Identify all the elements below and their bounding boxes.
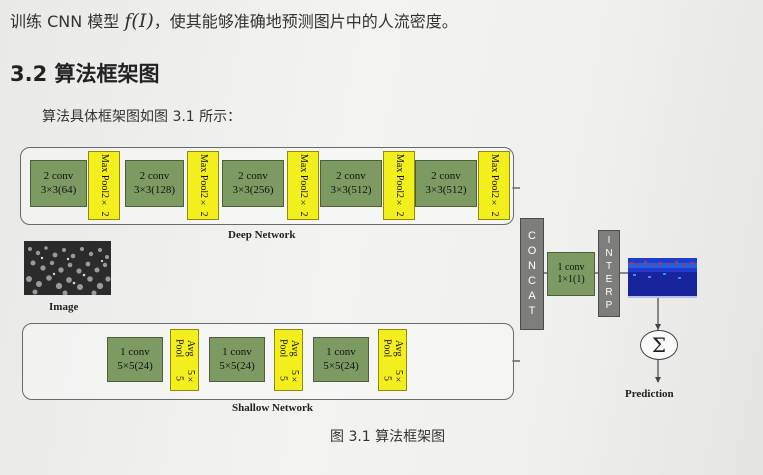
deep-maxpool-3: Max Pool 2× 2 — [287, 151, 319, 220]
interp-letter: R — [605, 287, 613, 298]
deep-conv-block-1: 2 conv 3×3(64) — [30, 160, 87, 207]
deep-network-label: Deep Network — [228, 229, 296, 241]
interp-letter: T — [605, 261, 613, 272]
sum-node: Σ — [640, 330, 678, 360]
conv-size: 5×5(24) — [219, 359, 255, 372]
arrow-to-sum-icon — [655, 324, 661, 330]
concat-letter: A — [528, 290, 536, 302]
intro-after: ，使其能够准确地预测图片中的人流密度。 — [153, 12, 458, 31]
conv-size: 3×3(128) — [133, 183, 176, 196]
deep-maxpool-2: Max Pool 2× 2 — [187, 151, 219, 220]
shallow-conv-block-3: 1 conv 5×5(24) — [313, 337, 369, 382]
pool-label: Max Pool — [488, 154, 500, 194]
section-heading: 3.2 算法框架图 — [10, 62, 160, 86]
deep-conv-block-3: 2 conv 3×3(256) — [222, 160, 284, 207]
concat-letter: C — [528, 230, 536, 242]
section-description: 算法具体框架图如图 3.1 所示： — [42, 109, 242, 125]
interp-letter: N — [605, 248, 613, 259]
pool-size: 2× 2 — [98, 193, 110, 217]
deep-conv-block-4: 2 conv 3×3(512) — [320, 160, 382, 207]
conv-size: 3×3(256) — [232, 183, 274, 196]
merge-conv-block: 1 conv 1×1(1) — [547, 252, 595, 296]
concat-letter: O — [527, 245, 537, 257]
conv-label: 2 conv — [43, 169, 74, 182]
pool-size: 5× 5 — [381, 370, 405, 387]
deep-maxpool-1: Max Pool 2× 2 — [88, 151, 120, 220]
concat-block: C O N C A T — [520, 218, 544, 330]
pool-label: Max Pool — [197, 154, 209, 194]
arrow-to-prediction-icon — [655, 377, 661, 383]
pool-label: Max Pool — [98, 154, 110, 194]
pool-size: 2× 2 — [488, 193, 500, 217]
pool-label: Avg Pool — [277, 339, 301, 358]
conv-size: 5×5(24) — [323, 359, 359, 372]
deep-conv-block-2: 2 conv 3×3(128) — [125, 160, 184, 207]
deep-maxpool-4: Max Pool 2× 2 — [383, 151, 415, 220]
conv-label: 2 conv — [336, 169, 366, 182]
shallow-network-panel — [22, 323, 514, 400]
conv-size: 1×1(1) — [557, 274, 585, 285]
shallow-network-label: Shallow Network — [232, 402, 313, 414]
interp-letter: I — [607, 235, 611, 246]
prediction-label: Prediction — [625, 388, 674, 400]
pool-size: 2× 2 — [393, 193, 405, 217]
conv-label: 1 conv — [326, 345, 356, 358]
pool-label: Max Pool — [393, 154, 405, 194]
conv-size: 3×3(64) — [40, 183, 77, 196]
pool-label: Max Pool — [297, 154, 309, 194]
shallow-conv-block-2: 1 conv 5×5(24) — [209, 337, 265, 382]
conv-label: 1 conv — [222, 345, 252, 358]
conv-label: 1 conv — [120, 345, 150, 358]
pool-size: 5× 5 — [277, 370, 301, 387]
interp-letter: E — [605, 274, 613, 285]
pool-size: 2× 2 — [197, 193, 209, 217]
shallow-conv-block-1: 1 conv 5×5(24) — [107, 337, 163, 382]
image-label: Image — [49, 301, 79, 313]
concat-letter: C — [528, 275, 536, 287]
conv-label: 1 conv — [557, 261, 585, 273]
intro-formula: f(I) — [124, 10, 154, 32]
pool-label: Avg Pool — [173, 339, 197, 358]
interp-letter: P — [605, 300, 613, 311]
conv-size: 5×5(24) — [117, 359, 153, 372]
intro-text: 训练 CNN 模型 f(I)，使其能够准确地预测图片中的人流密度。 — [10, 8, 458, 32]
shallow-avgpool-2: Avg Pool 5× 5 — [274, 329, 303, 391]
figure-caption: 图 3.1 算法框架图 — [330, 429, 446, 445]
conv-size: 3×3(512) — [425, 183, 467, 196]
pool-size: 5× 5 — [173, 370, 197, 387]
conv-label: 2 conv — [238, 169, 268, 182]
deep-conv-block-5: 2 conv 3×3(512) — [415, 160, 477, 207]
intro-before: 训练 CNN 模型 — [10, 12, 120, 31]
pool-label: Avg Pool — [381, 339, 405, 358]
shallow-avgpool-3: Avg Pool 5× 5 — [378, 329, 407, 391]
conv-label: 2 conv — [139, 169, 170, 182]
density-map-image — [628, 258, 697, 298]
shallow-avgpool-1: Avg Pool 5× 5 — [170, 329, 199, 391]
pool-size: 2× 2 — [297, 193, 309, 217]
concat-letter: N — [528, 260, 536, 272]
crowd-image — [24, 241, 111, 295]
conv-size: 3×3(512) — [330, 183, 372, 196]
conv-label: 2 conv — [431, 169, 461, 182]
deep-maxpool-5: Max Pool 2× 2 — [478, 151, 510, 220]
interp-block: I N T E R P — [598, 230, 620, 317]
concat-letter: T — [528, 305, 536, 317]
